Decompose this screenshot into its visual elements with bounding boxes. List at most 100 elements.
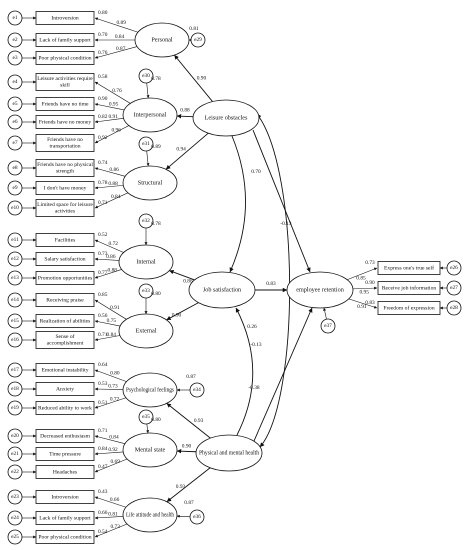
error-e28-circle: [446, 300, 462, 316]
indicator-box-i3: [35, 51, 95, 65]
loading-i9: 0.88: [108, 181, 118, 187]
loading-i4: 0.76: [112, 88, 122, 94]
disturbance-path-interpersonal: [146, 82, 150, 99]
loading-i26: 0.85: [356, 276, 366, 282]
loading-arrow-i15: [94, 320, 121, 327]
error-e7-label: e7: [12, 140, 17, 146]
loading-i2: 0.84: [115, 34, 125, 40]
loading-arrow-i7: [94, 125, 129, 144]
r2-i23: 0.43: [98, 489, 108, 495]
loading-arrow-i14: [94, 299, 127, 320]
error-e17-circle: [7, 362, 23, 378]
disturbance-e30-label: e30: [142, 73, 150, 79]
error-e5-label: e5: [12, 101, 17, 107]
error-e12-circle: [7, 251, 23, 267]
path-leisure-job: [229, 135, 246, 273]
loading-arrow-i4: [94, 81, 131, 104]
loading-arrow-i19: [94, 397, 127, 409]
loading-arrow-i13: [94, 269, 122, 279]
r2-i15: 0.56: [98, 313, 108, 319]
loading-arrow-i21: [94, 451, 124, 456]
error-e21-circle: [7, 446, 23, 462]
coef-physical-job: 0.26: [247, 324, 257, 330]
indicator-text-i20-line-1: Decreased enthusiasm: [40, 433, 91, 439]
error-e26-label: e26: [450, 265, 458, 271]
indicator-box-i1: [35, 11, 95, 25]
loading-arrow-i22: [94, 458, 128, 473]
loading-i18: 0.73: [108, 384, 118, 390]
error-e23-circle: [7, 489, 23, 505]
r2-i6: 0.82: [98, 114, 108, 120]
error-e27-label: e27: [450, 285, 458, 291]
indicator-text-i10-line-1: Limited space for leisure: [37, 201, 93, 208]
coef-job-internal: 0.88: [183, 278, 193, 284]
error-e9-circle: [7, 180, 23, 196]
error-e5-circle: [7, 96, 23, 112]
indicator-text-i27-line-1: Receive job information: [382, 284, 437, 291]
error-e23-label: e23: [11, 494, 19, 500]
indicator-text-i6-line-1: Friends have no money: [39, 119, 92, 125]
indicator-text-i5-line-1: Friends have no time: [41, 101, 89, 107]
loading-i3: 0.87: [116, 46, 126, 52]
indicator-box-i20: [35, 429, 95, 443]
error-e22-label: e22: [11, 469, 19, 475]
error-e16-circle: [7, 332, 23, 348]
r2-i2: 0.70: [98, 32, 108, 38]
loading-arrow-i25: [94, 523, 128, 538]
indicator-text-i21-line-1: Time pressure: [49, 451, 81, 457]
indicator-box-i10: [35, 199, 95, 217]
error-e25-label: e25: [11, 534, 19, 540]
coef-leisure-interpersonal: 0.88: [180, 108, 190, 114]
error-e21-label: e21: [11, 451, 19, 457]
path-leisure-personal: [174, 54, 213, 102]
r2-internal: 0.78: [151, 221, 161, 227]
indicator-box-i27: [377, 281, 441, 295]
loading-i5: 0.95: [109, 101, 119, 107]
path-job-internal: [169, 269, 195, 281]
loading-i28: 0.91: [357, 304, 367, 310]
loading-arrow-i1: [94, 17, 139, 33]
latent-life: [122, 497, 178, 533]
latent-label-personal: Personal: [151, 36, 173, 43]
loading-i24: 0.81: [108, 511, 118, 517]
loading-i15: 0.75: [107, 318, 117, 324]
error-e20-label: e20: [11, 433, 19, 439]
error-e10-circle: [7, 200, 23, 216]
error-e13-label: e13: [11, 275, 19, 281]
disturbance-e32-circle: [138, 213, 154, 229]
error-e27-circle: [446, 280, 462, 296]
disturbance-path-mental: [146, 423, 150, 434]
loading-arrow-i9: [94, 185, 124, 190]
disturbance-path-structural: [146, 150, 150, 167]
r2-i20: 0.71: [98, 428, 108, 434]
error-e4-circle: [7, 74, 23, 90]
indicator-text-i2-line-1: Lack of family support: [39, 36, 91, 43]
coef-physical-psych: 0.93: [194, 418, 204, 424]
path-physical-mental: [176, 448, 197, 454]
indicator-text-i8-line-1: Friends have no physical: [37, 162, 93, 168]
r2-i7: 0.92: [98, 135, 108, 141]
loading-i23: 0.66: [110, 497, 120, 503]
indicator-box-i25: [35, 530, 95, 544]
error-e18-label: e18: [11, 386, 19, 392]
error-e25-circle: [7, 529, 23, 545]
loading-i7: 0.96: [111, 128, 121, 134]
indicator-text-i16-line-1: Sense of: [55, 333, 74, 340]
disturbance-path-employee: [323, 307, 327, 320]
r2-i19: 0.51: [98, 400, 108, 406]
coef-physical-job-2: -0.13: [250, 342, 262, 348]
path-physical-job: [235, 307, 254, 436]
disturbance-e31-circle: [138, 136, 154, 152]
r2-i16: 0.71: [98, 332, 108, 338]
r2-i24: 0.66: [98, 510, 108, 516]
nodes-layer: [7, 10, 462, 545]
disturbance-e29-circle: [190, 32, 206, 48]
r2-i17: 0.64: [98, 362, 108, 368]
indicator-box-i19: [35, 401, 95, 415]
r2-life: 0.87: [184, 500, 194, 506]
disturbance-e37-circle: [320, 318, 336, 334]
latent-mental: [122, 432, 178, 468]
edges-layer: [22, 16, 447, 539]
indicator-box-i13: [35, 271, 95, 285]
